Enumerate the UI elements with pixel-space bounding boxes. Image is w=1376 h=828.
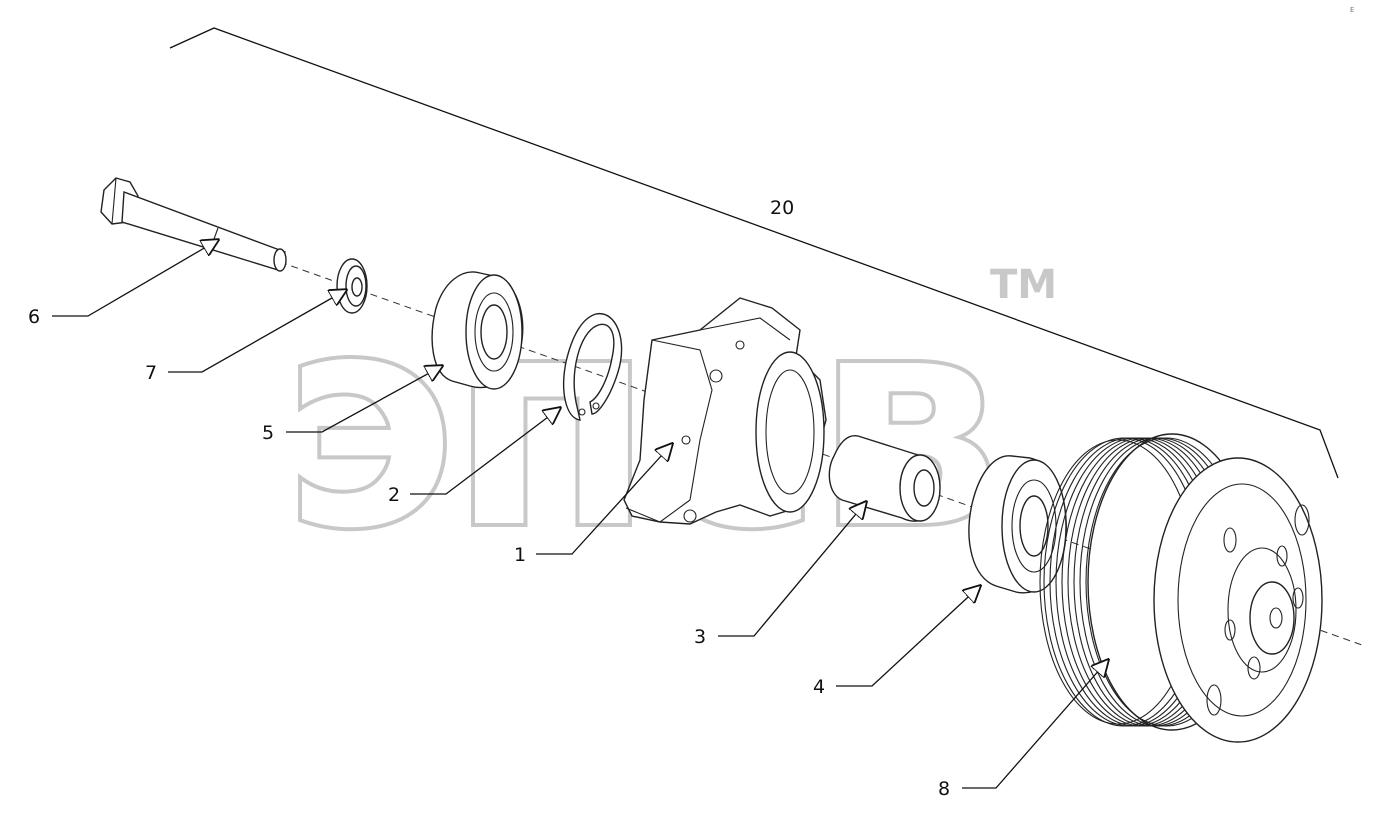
leader-2 — [410, 408, 560, 495]
callout-8: 8 — [938, 778, 950, 800]
leader-1 — [536, 444, 672, 555]
callout-3: 3 — [694, 626, 706, 648]
part-6-bolt — [100, 177, 287, 272]
callout-1: 1 — [514, 544, 526, 566]
callout-20: 20 — [770, 197, 794, 219]
leader-5 — [286, 366, 442, 433]
callout-2: 2 — [388, 484, 400, 506]
callout-4: 4 — [813, 676, 825, 698]
part-1-bracket-housing — [623, 297, 827, 525]
part-2-circlip — [563, 313, 623, 421]
corner-mark: ⴹ — [1350, 6, 1354, 14]
part-7-washer — [336, 258, 368, 314]
leader-6 — [52, 240, 218, 317]
leader-3 — [718, 502, 866, 637]
callout-5: 5 — [262, 422, 274, 444]
part-5-bearing — [431, 271, 524, 390]
leader-8 — [962, 660, 1108, 789]
assembly-bracket-line — [169, 27, 1339, 479]
callout-6: 6 — [28, 306, 40, 328]
leader-4 — [836, 586, 980, 687]
callout-7: 7 — [145, 362, 157, 384]
part-4-bearing — [968, 455, 1067, 594]
part-8-pulley — [1039, 433, 1323, 743]
leader-7 — [168, 290, 346, 373]
watermark-trademark: TM — [990, 262, 1057, 308]
